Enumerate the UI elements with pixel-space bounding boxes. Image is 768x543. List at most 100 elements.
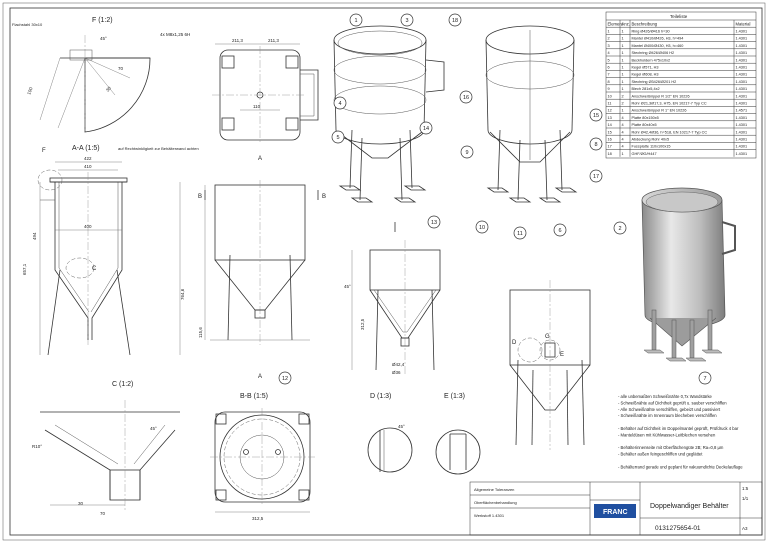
aa-dim-400: 400	[84, 224, 92, 229]
parts-table-cell: 1.4301	[736, 58, 748, 62]
notes-block: - alle unbemaßten Schweißnähte 0,7x Wand…	[618, 394, 743, 469]
front-view-de: D E G	[509, 280, 591, 450]
parts-table-cell: 4	[608, 51, 610, 55]
top-dim-110: 110	[253, 104, 261, 109]
callout-number: 8	[594, 142, 597, 148]
aa-dim-410: 410	[84, 164, 92, 169]
detail-f-view: F (1:2) Flachstahl 30x10 45° 30 70 100	[12, 17, 151, 133]
note-line: - Behälter auf Dichtheit im Doppelmantel…	[618, 426, 739, 431]
parts-table-cell: 1	[622, 58, 624, 62]
parts-table-cell: 4	[622, 130, 624, 134]
detail-f-dim-70: 70	[118, 66, 124, 71]
drawing-number: 0131275654-01	[655, 525, 701, 532]
parts-table-cell: 1	[622, 37, 624, 41]
parts-table-cell: Rohr Ø42,4Ø36, h=518, EN 10217-7 Typ CC	[632, 130, 708, 134]
callout-balloon	[589, 169, 603, 183]
flatbar-label: Flachstahl 30x10	[12, 22, 43, 27]
parts-table-cell: Ring Ø426/Ø416 h=30	[632, 30, 670, 34]
callout-balloon	[613, 221, 627, 235]
bb-dim-312: 312,5	[252, 516, 264, 521]
parts-table-cell: 1.4301	[736, 94, 748, 98]
mid-dim-424: Ø42,4	[392, 362, 405, 367]
callout-number: 18	[452, 18, 458, 24]
parts-table-cell: Stechring Ø3426/Ø201 H2	[632, 80, 677, 84]
side-view: B B 115,6 A	[198, 180, 326, 380]
parts-table-cell: 4	[622, 145, 624, 149]
top-view-label-a: A	[258, 156, 262, 162]
section-aa-label-c: C	[92, 266, 97, 272]
side-dim-115: 115,6	[198, 327, 203, 338]
callout-number: 15	[593, 113, 599, 119]
detail-c-title: C (1:2)	[112, 381, 133, 388]
parts-table-cell: 7	[608, 73, 610, 77]
callout-number: 12	[282, 376, 288, 382]
parts-table-cell: 1.4301	[736, 66, 748, 70]
parts-table-cell: 1.4301	[736, 138, 748, 142]
parts-table-cell: 11	[608, 102, 612, 106]
shaded-container-3d	[641, 187, 736, 362]
parts-table-cell: 6	[608, 66, 610, 70]
parts-table-cell: 8	[608, 80, 610, 84]
parts-table-cell: 1.4301	[736, 130, 748, 134]
detail-c-radius: R10°	[32, 444, 42, 449]
parts-table-header: Beschreibung	[632, 21, 658, 26]
callout-balloon	[460, 145, 474, 159]
front-label-e: E	[560, 352, 564, 358]
title-block: Allgemeine Toleranzen Oberflächenbehandl…	[469, 481, 763, 536]
detail-f-title: F (1:2)	[92, 17, 113, 24]
parts-table-cell: 1.4301	[736, 116, 748, 120]
callout-balloon	[349, 13, 363, 27]
parts-table-cell: Platte 80x40x5	[632, 123, 657, 127]
callout-number: 11	[517, 231, 523, 237]
callout-balloon	[589, 137, 603, 151]
front-label-d: D	[512, 340, 517, 346]
title-block-format: A3	[742, 526, 748, 531]
callout-number: 5	[336, 135, 339, 141]
side-label-a: A	[258, 374, 262, 380]
section-aa-view: A-A (1:5) auf Rechtwinkligkeit zur Behäl…	[22, 145, 199, 356]
parts-table-cell: Fussplatte 110x100x15	[632, 145, 671, 149]
detail-e-view: E (1:3)	[435, 393, 481, 475]
note-line: - Schweißnähte auf Dichtheit geprüft u. …	[618, 400, 727, 405]
parts-table-cell: 13	[608, 116, 612, 120]
parts-table-cell: 9	[608, 87, 610, 91]
title-block-surface: Oberflächenbehandlung	[474, 500, 517, 505]
parts-table-cell: 1.4301	[736, 145, 748, 149]
callout-number: 7	[703, 376, 706, 382]
parts-table-cell: 1.4301	[736, 87, 748, 91]
top-view: 4x M8x1,25 6H 211,3 211,3 110 A	[160, 32, 319, 162]
parts-table-cell: 4	[622, 138, 624, 142]
side-label-b-left: B	[198, 194, 202, 200]
callout-balloon	[331, 130, 345, 144]
parts-table-cell: 1	[608, 30, 610, 34]
callout-balloon	[419, 121, 433, 135]
parts-table-cell: 10	[608, 94, 612, 98]
parts-table-cell: 1.4301	[736, 152, 748, 156]
callout-balloon	[427, 215, 441, 229]
parts-table-cell: 1.4301	[736, 102, 748, 106]
note-line: - Behälterinnenseite mit Oberflächengüte…	[618, 445, 724, 450]
section-middle-view: 312,5 Ø42,4 Ø36 45°	[344, 222, 441, 375]
parts-table-cell: 1.4301	[736, 123, 748, 127]
company-name: FRANC	[603, 509, 628, 516]
parts-table-cell: 1.4301	[736, 51, 748, 55]
parts-table-cell: Stechring Ø426/Ø406 H2	[632, 51, 675, 55]
note-line: - Schweißnähte im Innenraum blecheben ve…	[618, 413, 717, 418]
parts-table-cell: Blech 281x5,4x2	[632, 87, 660, 91]
parts-table-cell: 17	[608, 145, 612, 149]
parts-table-cell: Mantel Ø410/Ø426, H3, h=494	[632, 37, 684, 41]
section-aa-title: A-A (1:5)	[72, 145, 100, 152]
detail-c-dim-30: 30	[78, 501, 84, 506]
parts-table-cell: 1	[622, 30, 624, 34]
parts-table-cell: 18	[608, 152, 612, 156]
parts-table-cell: 5	[608, 58, 610, 62]
callout-balloon	[448, 13, 462, 27]
title-block-material: Werkstoff 1.4301	[474, 513, 505, 518]
detail-f-angle: 45°	[100, 36, 107, 41]
parts-table-cell: Anschweißnippel R 1" EN 10226	[632, 109, 687, 113]
callout-number: 3	[405, 18, 408, 24]
parts-table-cell: 1	[622, 80, 624, 84]
parts-table-cell: 1	[622, 152, 624, 156]
parts-table-cell: 1	[622, 87, 624, 91]
